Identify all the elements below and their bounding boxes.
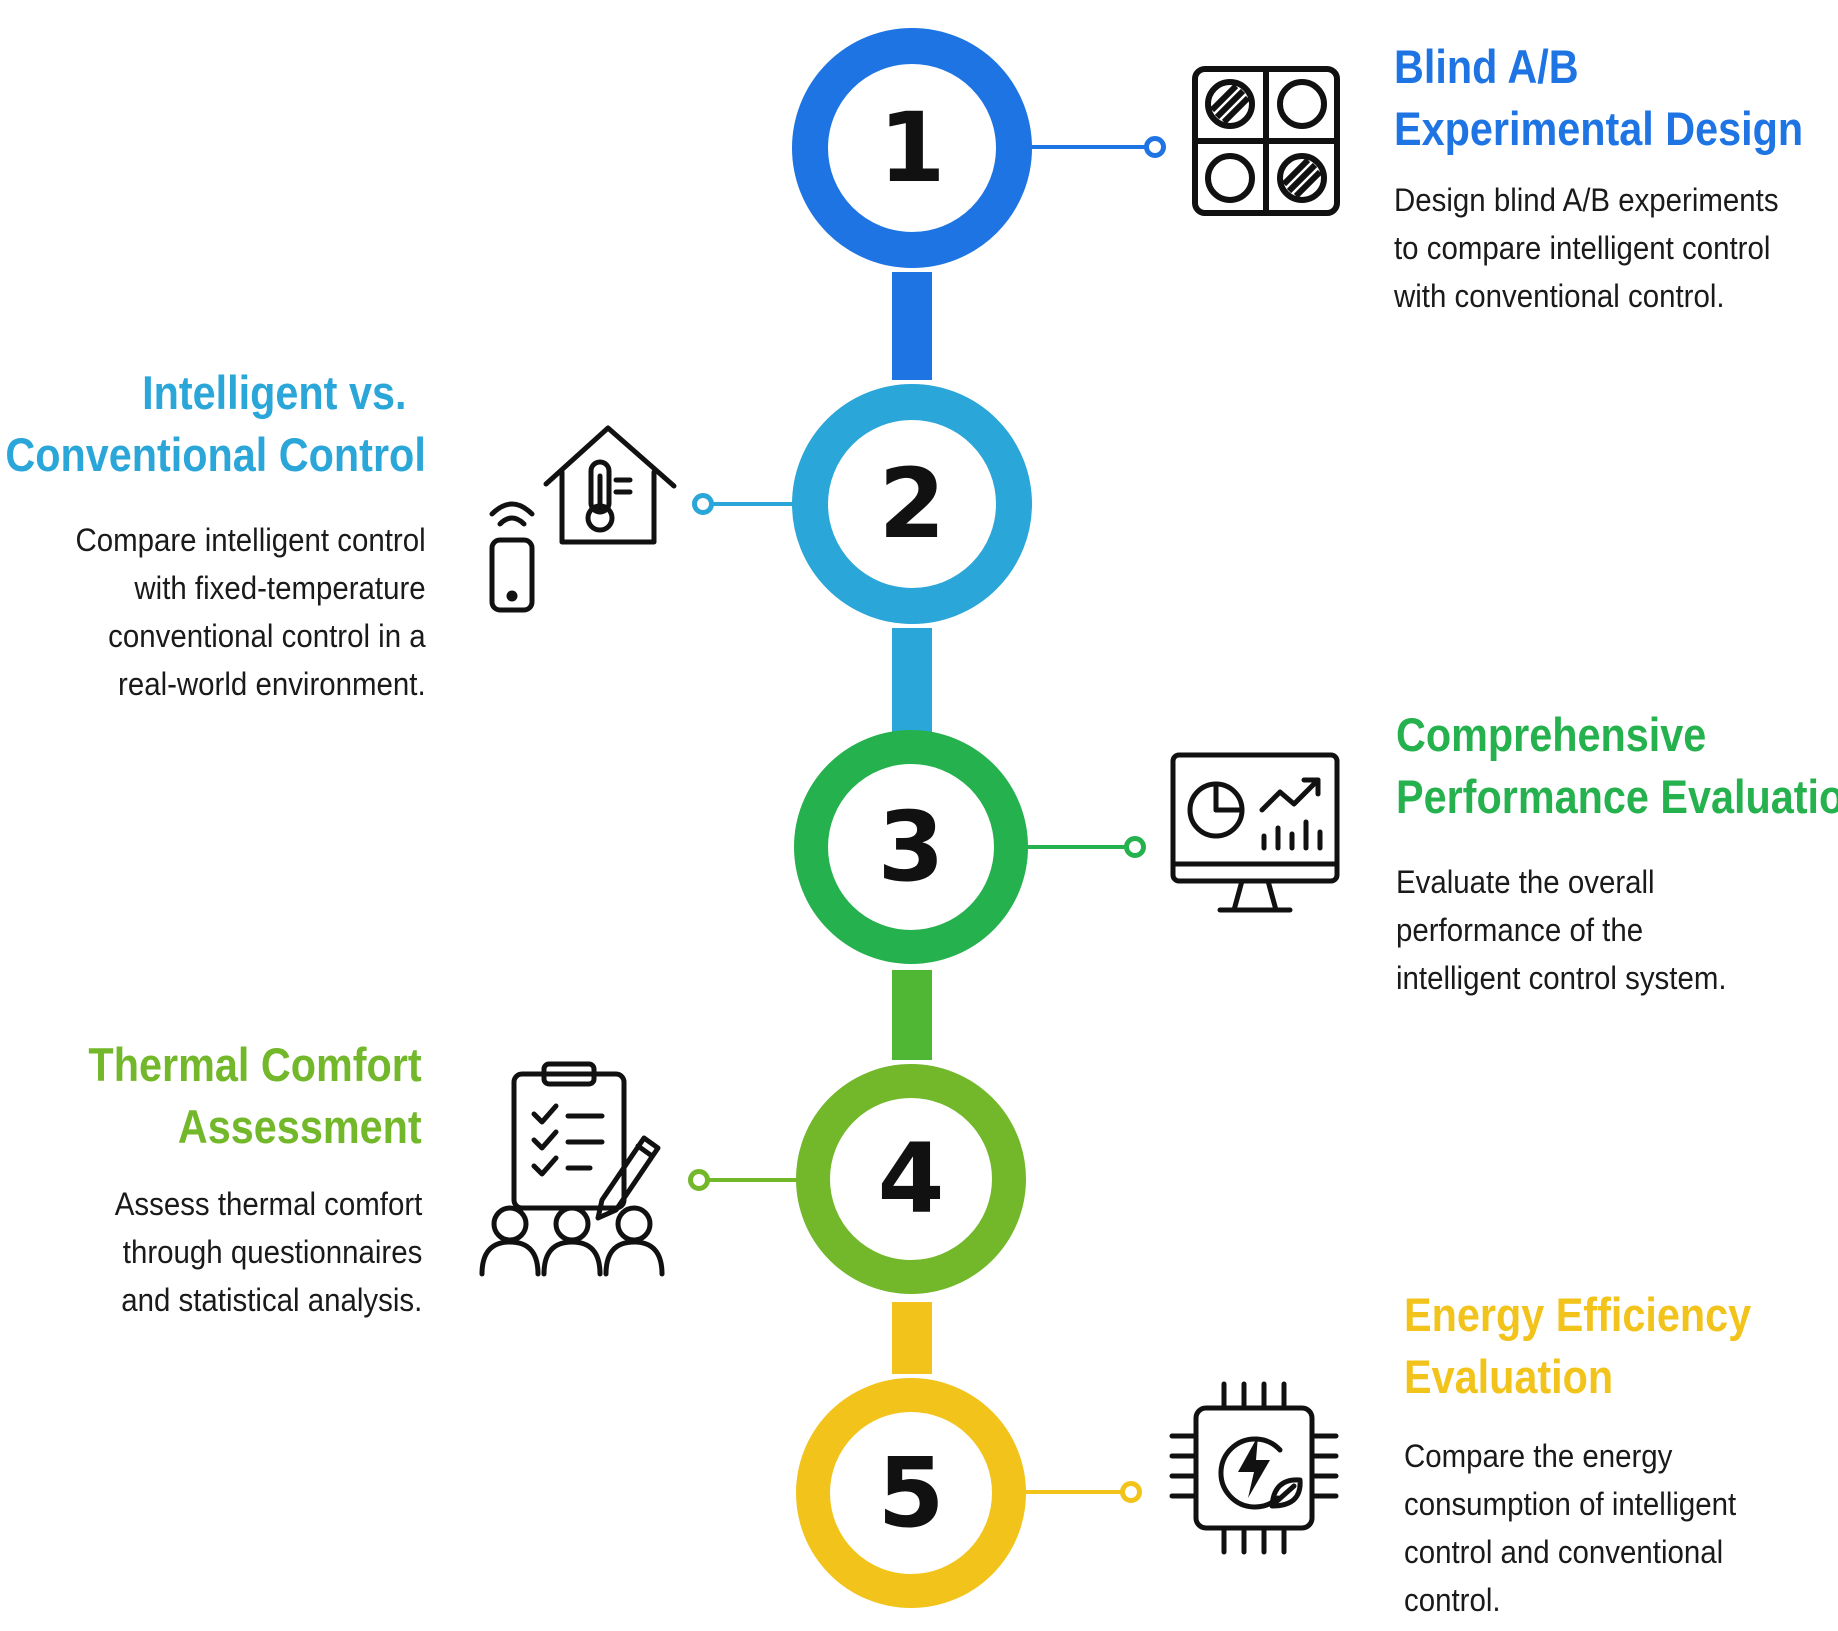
step-4-desc-line: through questionnaires	[122, 1234, 423, 1270]
step-1-circle: 1	[792, 28, 1032, 268]
step-3-connector-dot	[1124, 836, 1146, 858]
step-5-circle: 5	[796, 1378, 1026, 1608]
timeline-bar-1-2	[892, 272, 932, 380]
step-4-title-line: Thermal Comfort	[88, 1038, 422, 1091]
step-5-connector	[1024, 1490, 1132, 1494]
step-2-circle: 2	[792, 384, 1032, 624]
step-5-title-line: Evaluation	[1404, 1350, 1614, 1403]
step-4-connector-dot	[688, 1169, 710, 1191]
step-2-desc-line: conventional control in a	[108, 618, 426, 654]
step-1-number: 1	[878, 92, 946, 204]
step-1-title-line: Experimental Design	[1394, 102, 1804, 155]
analytics-monitor-icon	[1170, 752, 1340, 914]
step-3-number: 3	[877, 791, 945, 903]
step-1-desc-line: to compare intelligent control	[1394, 230, 1771, 266]
step-4-number: 4	[877, 1123, 945, 1235]
step-3-title-line: Comprehensive	[1396, 708, 1707, 761]
step-1-title: Blind A/B Experimental Design	[1394, 36, 1803, 160]
step-5-desc-line: control.	[1404, 1582, 1501, 1618]
step-1-connector-dot	[1144, 136, 1166, 158]
step-5-desc-line: Compare the energy	[1404, 1438, 1673, 1474]
step-2-description: Compare intelligent control with fixed-t…	[76, 516, 426, 708]
step-1-desc-line: Design blind A/B experiments	[1394, 182, 1779, 218]
step-3-desc-line: intelligent control system.	[1396, 960, 1727, 996]
step-5-connector-dot	[1120, 1481, 1142, 1503]
step-2-title-line: Conventional Control	[5, 428, 426, 481]
step-1-description: Design blind A/B experiments to compare …	[1394, 176, 1779, 320]
step-4-circle: 4	[796, 1064, 1026, 1294]
step-3-desc-line: Evaluate the overall	[1396, 864, 1655, 900]
step-3-description: Evaluate the overall performance of the …	[1396, 858, 1727, 1002]
step-5-desc-line: control and conventional	[1404, 1534, 1724, 1570]
step-2-desc-line: with fixed-temperature	[134, 570, 426, 606]
step-4-description: Assess thermal comfort through questionn…	[114, 1180, 422, 1324]
step-1-title-line: Blind A/B	[1394, 40, 1579, 93]
step-5-number: 5	[877, 1437, 945, 1549]
step-2-number: 2	[878, 448, 946, 560]
step-5-description: Compare the energy consumption of intell…	[1404, 1432, 1736, 1624]
step-4-desc-line: and statistical analysis.	[120, 1282, 422, 1318]
step-5-desc-line: consumption of intelligent	[1404, 1486, 1737, 1522]
step-5-title-line: Energy Efficiency	[1404, 1288, 1752, 1341]
step-3-title-line: Performance Evaluation	[1396, 770, 1838, 823]
survey-participants-icon	[478, 1060, 666, 1278]
step-3-desc-line: performance of the	[1396, 912, 1644, 948]
timeline-bar-3-4	[892, 970, 932, 1060]
step-4-desc-line: Assess thermal comfort	[114, 1186, 422, 1222]
step-2-connector-dot	[692, 493, 714, 515]
step-3-circle: 3	[794, 730, 1028, 964]
energy-chip-icon	[1168, 1380, 1340, 1556]
step-2-desc-line: Compare intelligent control	[75, 522, 426, 558]
timeline-bar-4-5	[892, 1302, 932, 1374]
step-2-title: Intelligent vs. Conventional Control	[6, 362, 426, 486]
step-2-connector	[706, 502, 794, 506]
step-2-desc-line: real-world environment.	[118, 666, 427, 702]
step-2-title-line: Intelligent vs.	[142, 366, 407, 419]
step-1-connector	[1030, 145, 1156, 149]
step-1-desc-line: with conventional control.	[1394, 278, 1725, 314]
smart-home-thermostat-icon	[488, 424, 678, 614]
step-3-connector	[1026, 845, 1136, 849]
step-3-title: Comprehensive Performance Evaluation	[1396, 704, 1838, 828]
step-4-title-line: Assessment	[178, 1100, 422, 1153]
timeline-bar-2-3	[892, 628, 932, 738]
step-5-title: Energy Efficiency Evaluation	[1404, 1284, 1751, 1408]
step-4-connector	[702, 1178, 798, 1182]
ab-grid-icon	[1192, 66, 1340, 216]
step-4-title: Thermal Comfort Assessment	[89, 1034, 422, 1158]
